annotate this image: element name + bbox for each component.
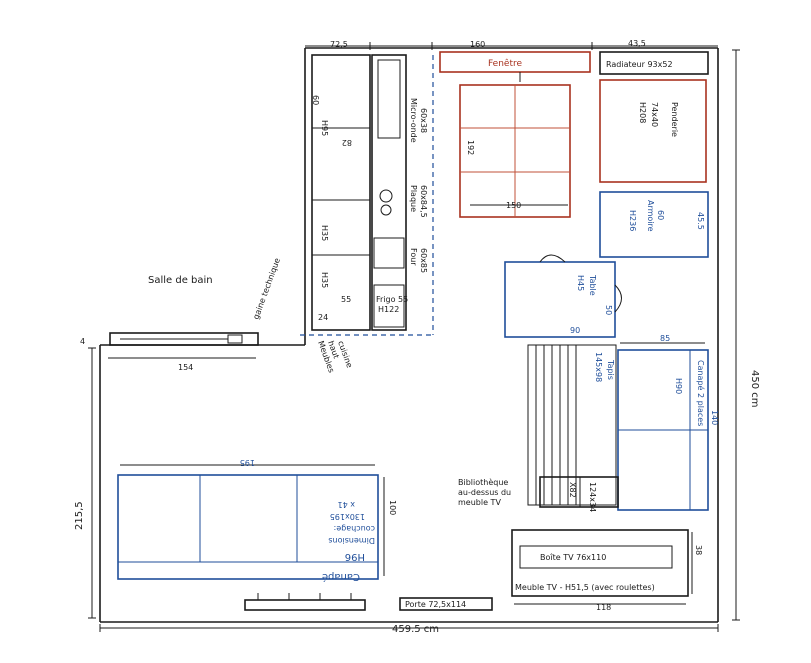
sofa-depth-dim: 100 — [388, 500, 397, 515]
salle-de-bain-label: Salle de bain — [148, 275, 213, 286]
canape-2-places: 85 140 Canapé 2 places H90 — [617, 334, 719, 511]
kitchen-60-dim: 60 — [311, 95, 320, 105]
sofa2-label-2: H90 — [674, 378, 683, 394]
bathroom: Salle de bain gaine technique 154 — [108, 257, 282, 372]
fenetre-label: Fenêtre — [488, 58, 522, 69]
canape-dim-3: 130x195 — [330, 512, 365, 521]
sofa2-h-dim: 140 — [710, 410, 719, 425]
armoire-label-4: 45.5 — [696, 212, 705, 230]
table-w-dim: 90 — [570, 326, 580, 335]
kitchen-h35b-label: H35 — [320, 272, 329, 288]
bed-rug: 150 192 — [459, 84, 571, 218]
dim-top-right: 43,5 — [628, 39, 646, 48]
tv-width-dim: 118 — [596, 603, 611, 612]
tv-depth-dim: 38 — [694, 545, 703, 555]
top-dimensions: 72,5 160 43,5 — [305, 39, 718, 50]
bath-width-dim: 154 — [178, 363, 193, 372]
canape-main: 195 100 Canapé H96 Dimensions couchage: … — [117, 458, 397, 583]
table-h-dim: 50 — [604, 305, 613, 315]
sofa-width-dim: 195 — [240, 458, 255, 467]
table: Table H45 90 50 — [504, 254, 622, 338]
four-label-2: 60x85 — [419, 248, 428, 273]
rug-h-dim: 192 — [466, 140, 475, 155]
window: Fenêtre — [439, 51, 591, 82]
porte: Porte 72,5x114 — [399, 597, 493, 611]
bib-dim-2: X82 — [568, 482, 577, 498]
plaque-label-2: 60x84,5 — [419, 185, 428, 218]
table-label-2: H45 — [576, 275, 585, 291]
kitchen-h95-label: H95 — [320, 120, 329, 136]
penderie: Penderie 74x40 H208 — [599, 79, 707, 183]
gaine-technique-label: gaine technique — [251, 257, 282, 321]
canape-dim-1: Dimensions — [328, 536, 375, 545]
left-height-dimension: 215,5 4 — [74, 337, 96, 619]
kitchen-82-label: 82 — [342, 138, 352, 147]
bib-label-2: au-dessus du — [458, 488, 511, 497]
canape-dim-4: x 41 — [338, 500, 355, 509]
tapis: Tapis 145x98 — [527, 344, 617, 506]
dim-top-left: 72,5 — [330, 40, 348, 49]
sofa2-label-1: Canapé 2 places — [696, 360, 706, 426]
bib-label-1: Bibliothèque — [458, 477, 508, 487]
rug-w-dim: 150 — [506, 201, 521, 210]
armoire-label-1: Armoire — [646, 200, 655, 232]
mw-label-1: Micro-onde — [409, 98, 418, 143]
left-height-label: 215,5 — [74, 501, 85, 530]
canape-dim-2: couchage: — [334, 524, 375, 533]
bottom-radiator — [244, 593, 366, 611]
bib-dim-1: 124x34 — [588, 482, 597, 512]
meuble-tv: Boîte TV 76x110 Meuble TV - H51,5 (avec … — [511, 529, 703, 612]
penderie-label-3: H208 — [638, 102, 647, 123]
frigo-label-1: Frigo 55 — [376, 295, 408, 304]
bath-small-dim: 4 — [80, 337, 85, 346]
total-width-dimension: 459.5 cm — [99, 624, 719, 635]
tapis-label-2: 145x98 — [594, 352, 603, 382]
penderie-label-2: 74x40 — [650, 102, 659, 127]
total-height-dimension: 450 cm — [732, 49, 760, 621]
four-label-1: Four — [409, 248, 418, 266]
boite-tv-label: Boîte TV 76x110 — [540, 553, 606, 562]
total-height-label: 450 cm — [749, 370, 760, 408]
kitchen: H95 H35 H35 82 55 60 24 Frigo 55 H122 Mi… — [300, 54, 434, 374]
total-width-label: 459.5 cm — [392, 624, 439, 635]
mw-label-2: 60x38 — [419, 108, 428, 133]
armoire-label-3: H236 — [628, 210, 637, 231]
kitchen-h35a-label: H35 — [320, 225, 329, 241]
sofa2-w-dim: 85 — [660, 334, 670, 343]
plaque-label-1: Plaque — [409, 185, 418, 212]
canape-h96: H96 — [345, 551, 365, 562]
penderie-label-1: Penderie — [670, 102, 679, 137]
kitchen-24-dim: 24 — [318, 313, 328, 322]
dim-top-window: 160 — [470, 40, 485, 49]
canape-label: Canapé — [322, 571, 360, 583]
tapis-label-1: Tapis — [606, 359, 615, 380]
porte-label: Porte 72,5x114 — [405, 600, 466, 609]
radiator: Radiateur 93x52 — [599, 51, 709, 75]
armoire-label-2: 60 — [656, 210, 665, 220]
table-label-1: Table — [588, 274, 597, 296]
radiateur-label: Radiateur 93x52 — [606, 60, 673, 69]
armoire: Armoire 60 H236 45.5 — [599, 191, 709, 258]
meuble-tv-label: Meuble TV - H51,5 (avec roulettes) — [515, 583, 655, 592]
bibliotheque: 124x34 X82 Bibliothèque au-dessus du meu… — [458, 476, 619, 512]
kitchen-55-dim: 55 — [341, 295, 351, 304]
frigo-label-2: H122 — [378, 305, 399, 314]
bib-label-3: meuble TV — [458, 498, 501, 507]
